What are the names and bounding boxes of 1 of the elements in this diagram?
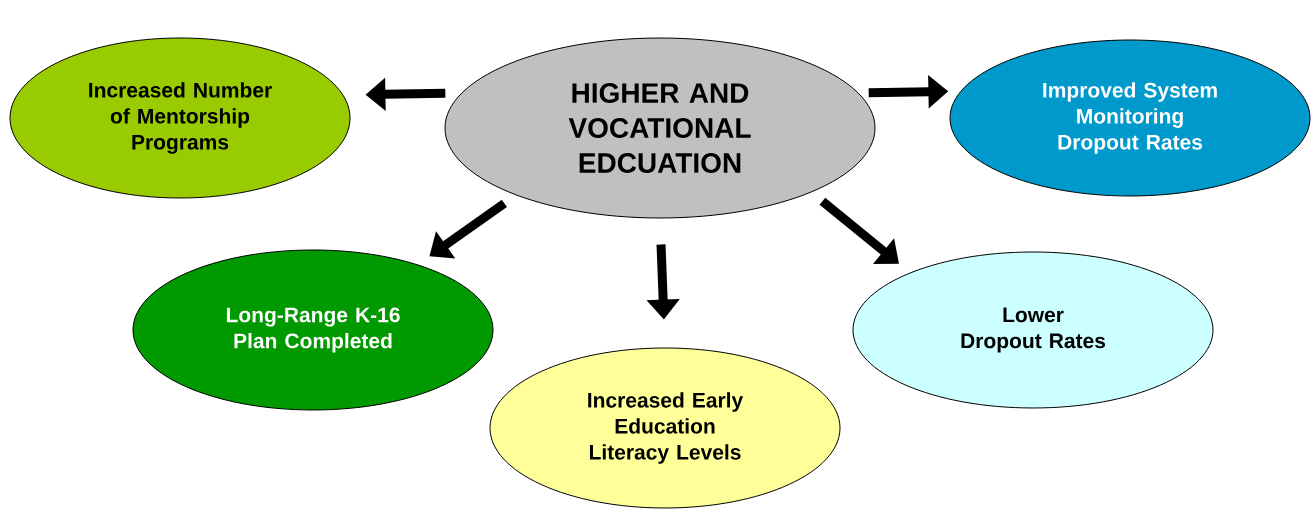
arrow — [819, 197, 899, 264]
